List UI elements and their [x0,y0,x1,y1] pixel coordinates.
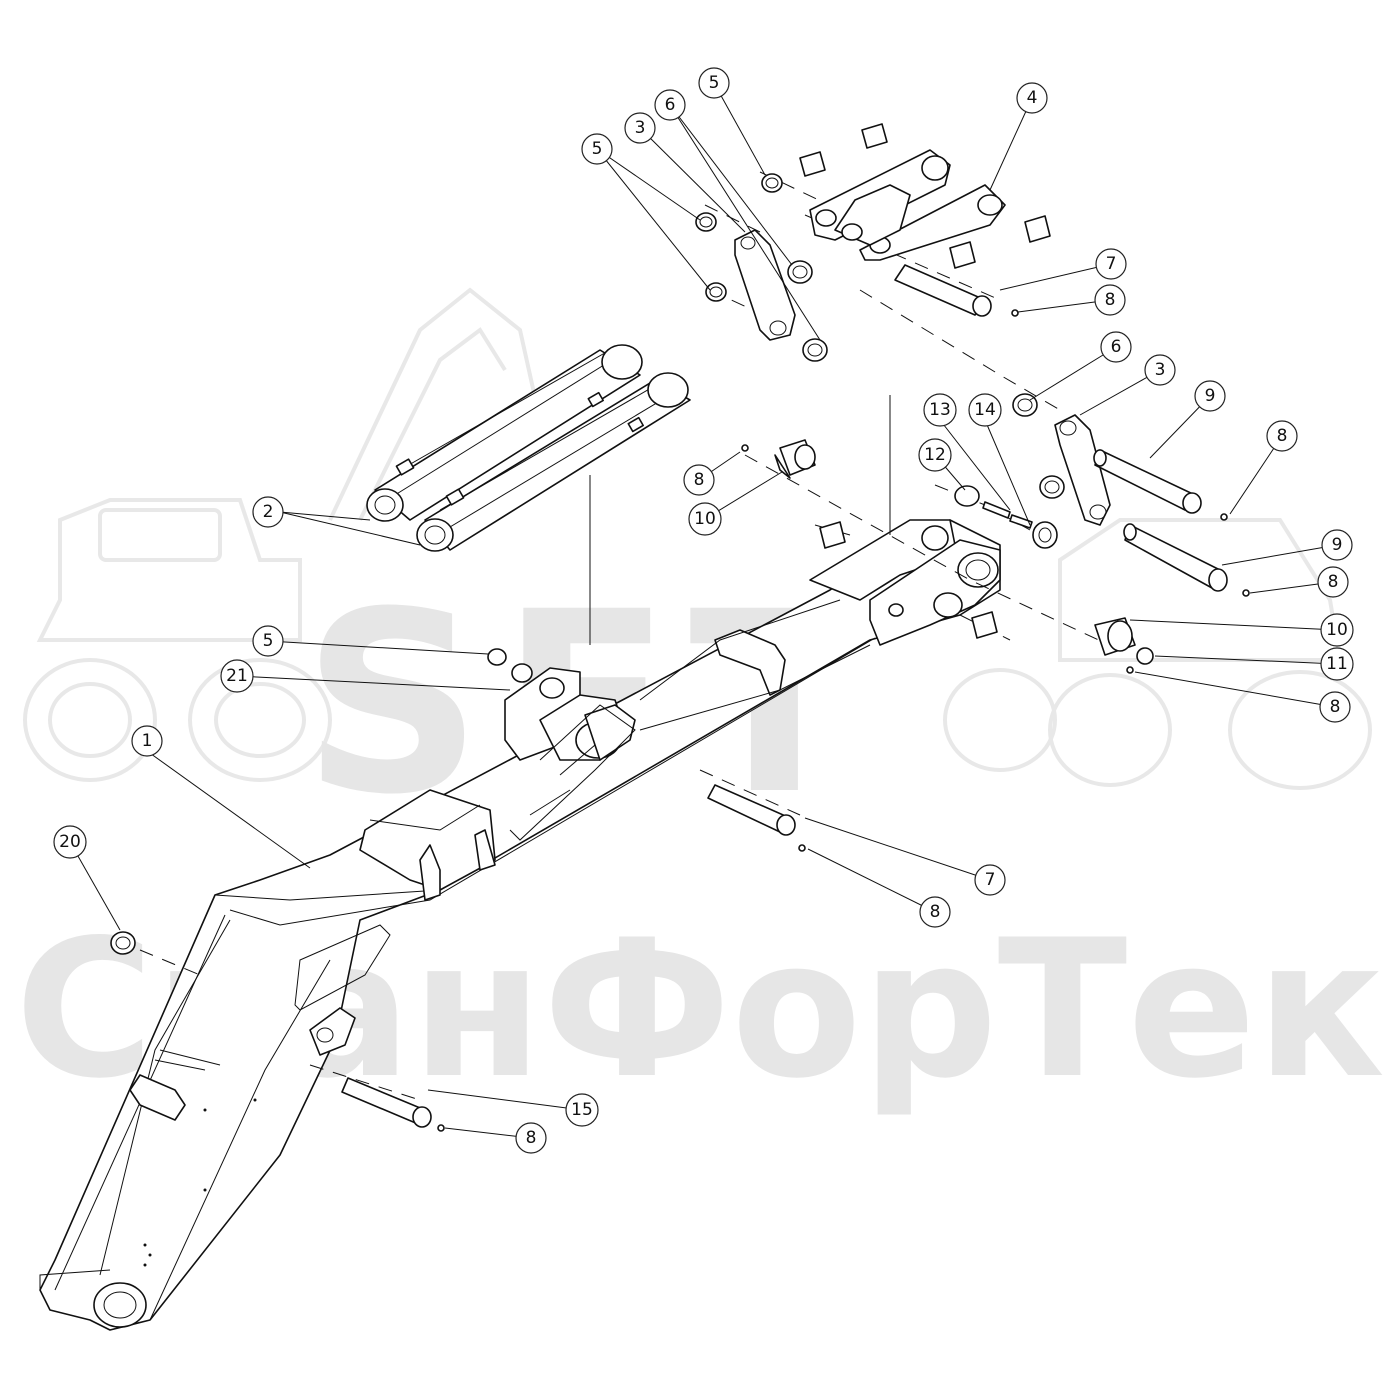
callout-10b: 10 [1320,613,1354,647]
callout-10a: 10 [688,502,722,536]
callout-21: 21 [220,659,254,693]
linkage-assembly [799,123,1051,317]
callout-8d: 8 [1317,566,1349,598]
callout-3a: 3 [624,112,656,144]
callout-3b: 3 [1144,354,1176,386]
callout-15: 15 [565,1093,599,1127]
callout-7a-label: 7 [1106,254,1117,274]
callout-6b-label: 6 [1111,337,1122,357]
callout-15-label: 15 [571,1100,593,1120]
callout-14: 14 [968,393,1002,427]
callout-8c: 8 [1266,420,1298,452]
callout-3b-label: 3 [1155,360,1166,380]
callout-13-label: 13 [929,400,951,420]
callouts: 1 2 3 3 4 5 5 5 6 6 7 7 8 8 8 8 8 8 8 8 … [53,67,1354,1154]
callout-4: 4 [1016,82,1048,114]
callout-8d-label: 8 [1328,572,1339,592]
boom [39,519,1001,1331]
callout-5c: 5 [252,625,284,657]
callout-9a-label: 9 [1205,386,1216,406]
callout-11: 11 [1320,647,1354,681]
callout-5a-label: 5 [709,73,720,93]
callout-5b-label: 5 [592,139,603,159]
callout-8g-label: 8 [526,1128,537,1148]
callout-7b-label: 7 [985,870,996,890]
callout-8a: 8 [1094,284,1126,316]
callout-2: 2 [252,496,284,528]
boom-cylinders [366,344,691,552]
callout-7a: 7 [1095,248,1127,280]
arm-links [734,229,1111,526]
callout-8f-label: 8 [930,902,941,922]
callout-2-label: 2 [263,502,274,522]
callout-8c-label: 8 [1277,426,1288,446]
callout-11-label: 11 [1326,654,1348,674]
callout-4-label: 4 [1027,88,1038,108]
callout-8g: 8 [515,1122,547,1154]
callout-8f: 8 [919,896,951,928]
callout-9b: 9 [1321,529,1353,561]
callout-1-label: 1 [142,731,153,751]
callout-6b: 6 [1100,331,1132,363]
callout-8e-label: 8 [1330,697,1341,717]
leader-lines [69,82,1338,1139]
watermark-excavator-icon [23,287,1372,790]
callout-20: 20 [53,825,87,859]
callout-20-label: 20 [59,832,81,852]
callout-8b: 8 [683,464,715,496]
callout-8e: 8 [1319,691,1351,723]
callout-3a-label: 3 [635,118,646,138]
callout-8b-label: 8 [694,470,705,490]
callout-10a-label: 10 [694,509,716,529]
callout-13: 13 [923,393,957,427]
callout-7b: 7 [974,864,1006,896]
callout-9a: 9 [1194,380,1226,412]
callout-12: 12 [918,438,952,472]
callout-1: 1 [131,725,163,757]
small-parts [110,173,1250,1132]
callout-9b-label: 9 [1332,535,1343,555]
callout-5a: 5 [698,67,730,99]
callout-10b-label: 10 [1326,620,1348,640]
callout-8a-label: 8 [1105,290,1116,310]
callout-21-label: 21 [226,666,248,686]
callout-5b: 5 [581,133,613,165]
callout-6a: 6 [654,89,686,121]
callout-5c-label: 5 [263,631,274,651]
callout-6a-label: 6 [665,95,676,115]
callout-14-label: 14 [974,400,996,420]
callout-12-label: 12 [924,445,946,465]
